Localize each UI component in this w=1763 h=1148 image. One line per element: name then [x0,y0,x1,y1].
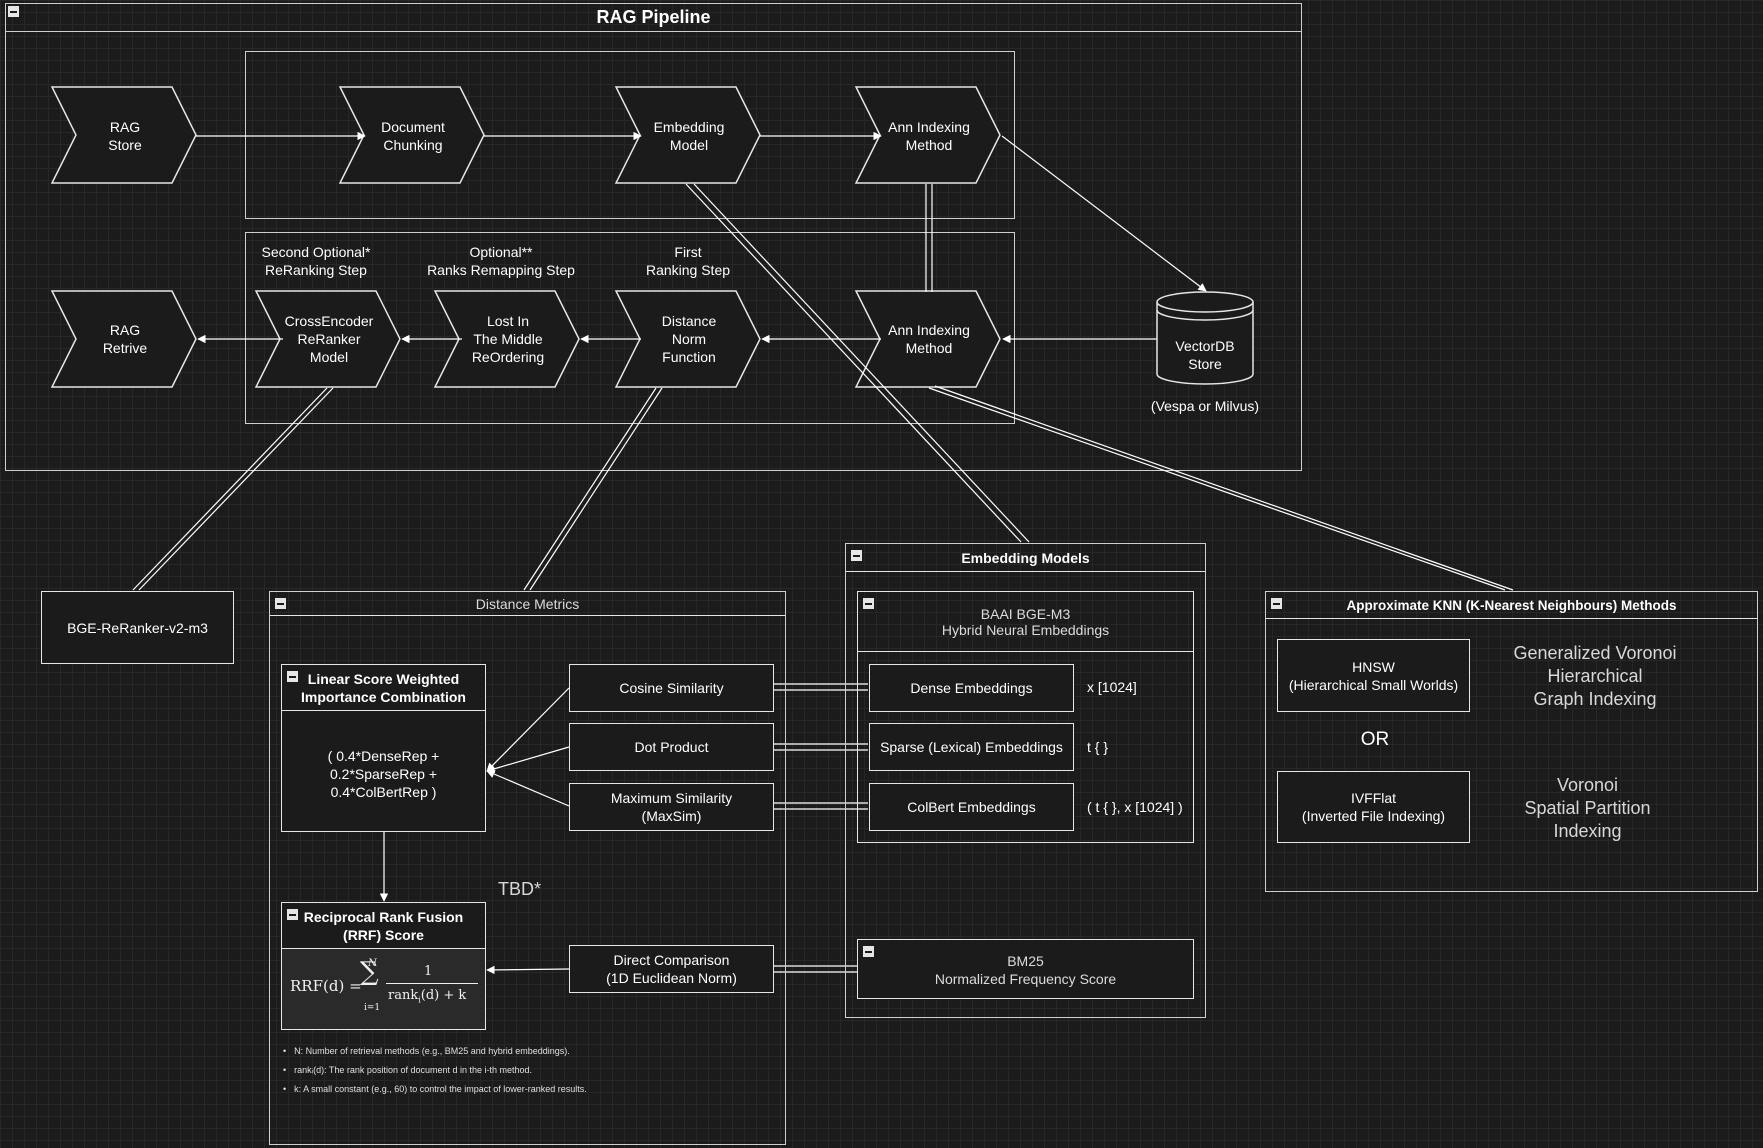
distance-metrics-panel: Distance Metrics [269,591,786,1145]
ivf-description: Voronoi Spatial Partition Indexing [1524,775,1651,841]
sparse-dimension: t { } [1087,739,1109,755]
tbd-label: TBD* [498,879,542,899]
chevron-rag-retrive [50,290,197,388]
rrf-notes: N: Number of retrieval methods (e.g., BM… [283,1042,783,1099]
hnsw-description: Generalized Voronoi Hierarchical Graph I… [1513,643,1677,709]
rag-pipeline-frame: RAG Pipeline [5,3,1302,471]
dense-dimension: x [1024] [1087,679,1137,695]
collapse-icon[interactable] [275,598,286,609]
colbert-embeddings-box[interactable]: ColBert Embeddings [869,783,1074,831]
hnsw-box[interactable]: HNSW (Hierarchical Small Worlds) [1277,639,1470,712]
ivfflat-box[interactable]: IVFFlat (Inverted File Indexing) [1277,771,1470,843]
note-item: N: Number of retrieval methods (e.g., BM… [283,1042,783,1061]
label-first-ranking: First Ranking Step [645,244,731,278]
collapse-icon[interactable] [863,946,874,957]
collapse-icon[interactable] [1271,598,1282,609]
linear-title: Linear Score Weighted Importance Combina… [282,665,485,711]
rrf-formula: RRF(d) = N ∑ i=1 1 ranki(d) + k [282,949,485,1029]
ingest-group [245,51,1015,219]
node-embedding-model[interactable]: Embedding Model [653,119,725,153]
linear-formula: ( 0.4*DenseRep + 0.2*SparseRep + 0.4*Col… [327,748,440,800]
dense-embeddings-box[interactable]: Dense Embeddings [869,664,1074,712]
collapse-icon[interactable] [8,6,19,17]
vectordb-cylinder-icon[interactable] [1155,290,1255,390]
node-crossencoder-reranker[interactable]: CrossEncoder ReRanker Model [284,313,374,365]
retrieve-group [245,232,1015,424]
baai-bge-m3-group: BAAI BGE-M3 Hybrid Neural Embeddings [857,591,1194,843]
node-ann-indexing-top[interactable]: Ann Indexing Method [888,119,970,153]
baai-title: BAAI BGE-M3 Hybrid Neural Embeddings [858,592,1193,652]
knn-or-label: OR [1360,729,1390,750]
node-rag-retrive[interactable]: RAG Retrive [102,322,148,356]
note-item: k: A small constant (e.g., 60) to contro… [283,1080,783,1099]
maxsim-box[interactable]: Maximum Similarity (MaxSim) [569,783,774,831]
collapse-icon[interactable] [863,598,874,609]
node-document-chunking[interactable]: Document Chunking [381,119,445,153]
knn-title: Approximate KNN (K-Nearest Neighbours) M… [1266,592,1757,619]
knn-methods-panel: Approximate KNN (K-Nearest Neighbours) M… [1265,591,1758,892]
sparse-embeddings-box[interactable]: Sparse (Lexical) Embeddings [869,723,1074,771]
collapse-icon[interactable] [287,671,298,682]
bm25-title: BM25 Normalized Frequency Score [934,953,1117,987]
rrf-title: Reciprocal Rank Fusion (RRF) Score [282,903,485,949]
node-distance-norm[interactable]: Distance Norm Function [661,313,717,365]
collapse-icon[interactable] [287,909,298,920]
colbert-dimension: ( t { }, x [1024] ) [1087,799,1183,815]
node-rag-store[interactable]: RAG Store [108,119,142,153]
distance-metrics-title: Distance Metrics [270,592,785,616]
label-second-reranking: Second Optional* ReRanking Step [261,244,371,278]
node-ann-indexing-bottom[interactable]: Ann Indexing Method [888,322,970,356]
note-item: rankᵢ(d): The rank position of document … [283,1061,783,1080]
direct-comparison-box[interactable]: Direct Comparison (1D Euclidean Norm) [569,945,774,993]
chevron-rag-store [50,86,197,184]
rrf-box[interactable]: Reciprocal Rank Fusion (RRF) Score RRF(d… [281,902,486,1030]
linear-combination-box[interactable]: Linear Score Weighted Importance Combina… [281,664,486,832]
reranker-box[interactable]: BGE-ReRanker-v2-m3 [41,591,234,664]
collapse-icon[interactable] [851,550,862,561]
vectordb-label: VectorDB Store [1175,338,1235,372]
label-ranks-remapping: Optional** Ranks Remapping Step [427,244,575,278]
cosine-similarity-box[interactable]: Cosine Similarity [569,664,774,712]
embedding-models-title: Embedding Models [846,544,1205,572]
node-lost-in-middle[interactable]: Lost In The Middle ReOrdering [471,313,545,365]
vectordb-caption: (Vespa or Milvus) [1150,398,1260,414]
dot-product-box[interactable]: Dot Product [569,723,774,771]
bm25-box[interactable]: BM25 Normalized Frequency Score [857,939,1194,999]
embedding-models-panel: Embedding Models [845,543,1206,1018]
pipeline-title: RAG Pipeline [596,7,711,27]
arrow-ann-to-vectordb [1001,135,1207,292]
